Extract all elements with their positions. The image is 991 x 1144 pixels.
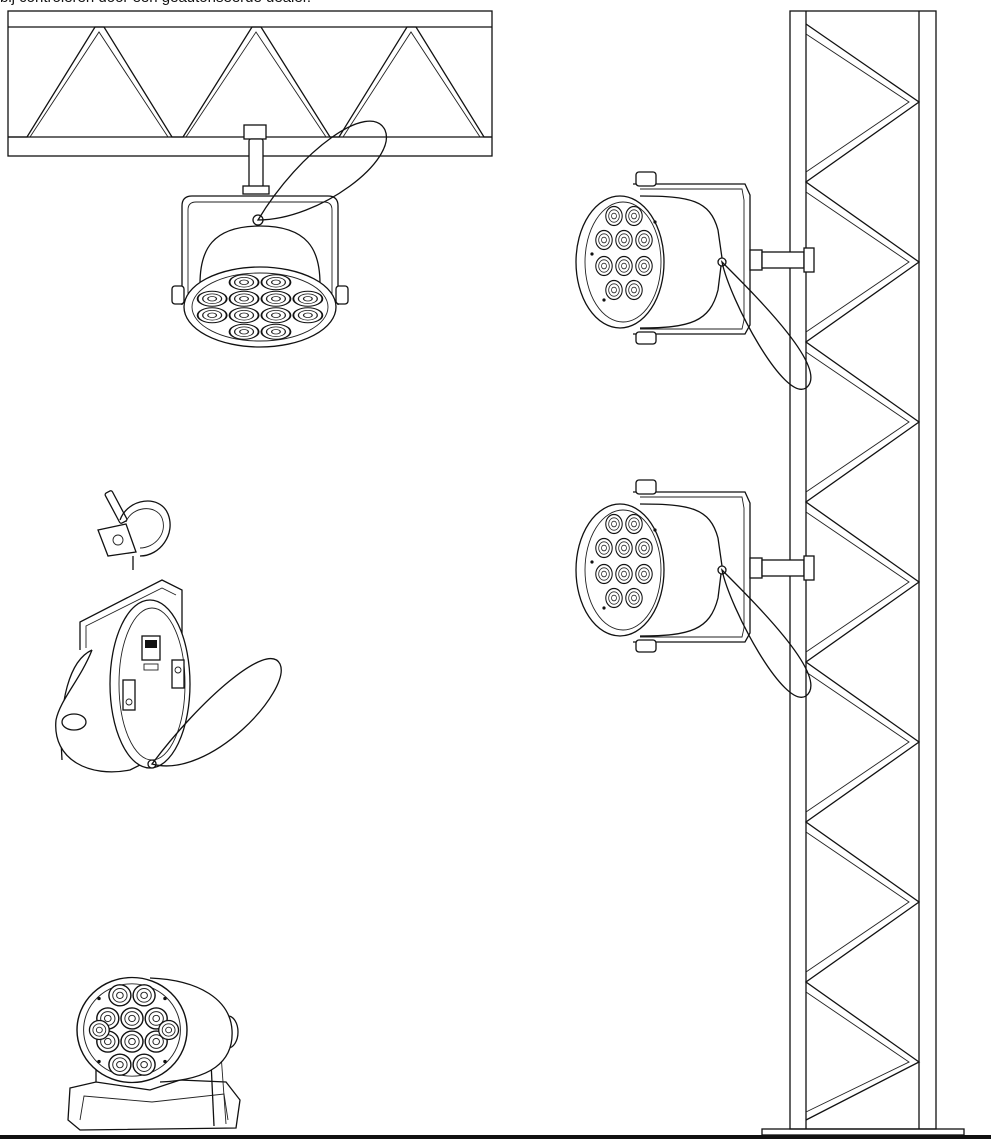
side-fixture-upper xyxy=(576,172,814,389)
side-fixture-lower xyxy=(576,480,814,697)
hanging-fixture xyxy=(171,120,388,348)
truss-clamp xyxy=(97,490,171,570)
rear-fixture xyxy=(55,579,282,773)
floor-fixture xyxy=(67,976,241,1131)
bottom-rule xyxy=(0,1135,991,1139)
instruction-text: bij controleren door een geautoriseerde … xyxy=(0,0,500,8)
